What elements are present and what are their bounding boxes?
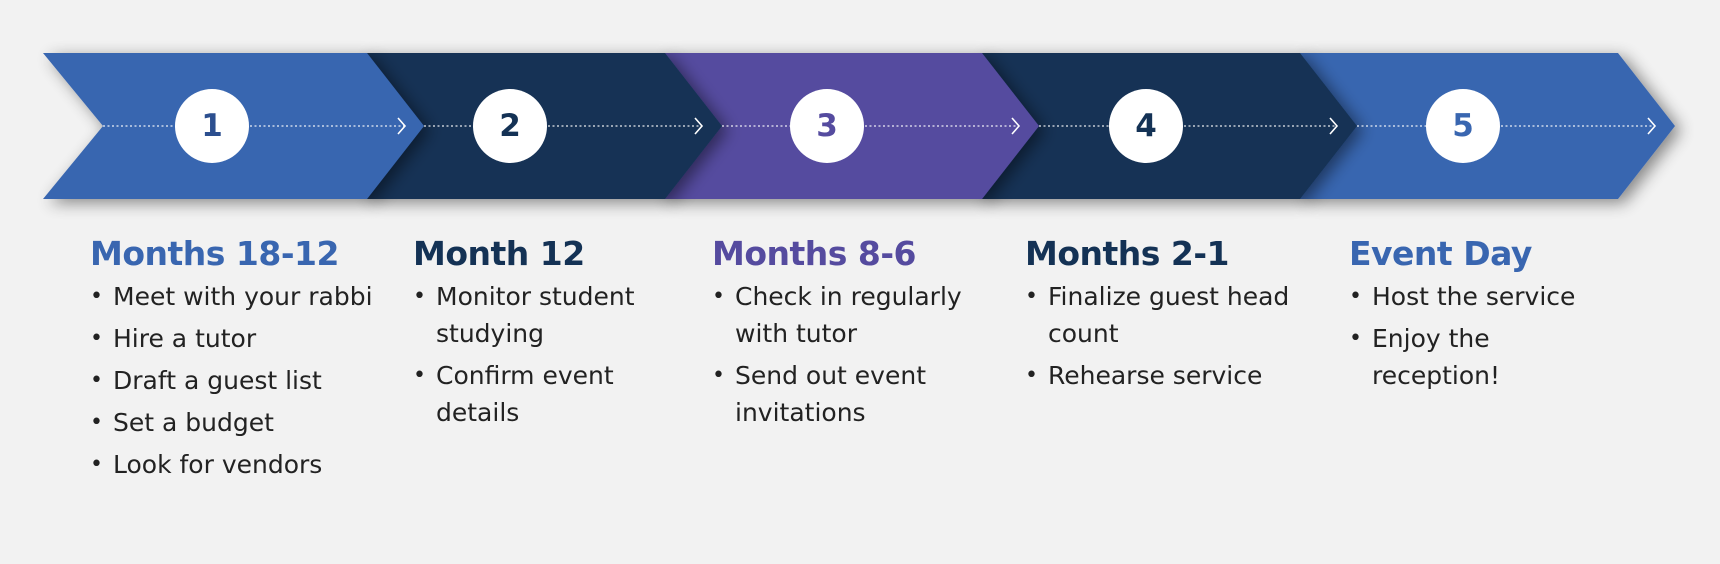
step-number-3: 3: [790, 89, 864, 163]
task-item: Enjoy the reception!: [1349, 320, 1579, 394]
task-item: Check in regularly with tutor: [712, 278, 962, 352]
step-number-1: 1: [175, 89, 249, 163]
task-item: Rehearse service: [1025, 357, 1295, 394]
task-item: Finalize guest head count: [1025, 278, 1295, 352]
step-details: Months 18-12 Meet with your rabbi Hire a…: [0, 232, 1720, 562]
step-title: Month 12: [413, 234, 585, 273]
arrow-right-icon: [397, 117, 407, 135]
step-title: Months 2-1: [1025, 234, 1230, 273]
step-number-label: 1: [201, 108, 223, 144]
step-task-list: Host the service Enjoy the reception!: [1349, 278, 1579, 394]
step-number-label: 4: [1135, 108, 1157, 144]
step-number-label: 3: [816, 108, 838, 144]
task-item: Look for vendors: [90, 446, 380, 483]
step-task-list: Check in regularly with tutor Send out e…: [712, 278, 962, 431]
step-task-list: Monitor student studying Confirm event d…: [413, 278, 663, 431]
task-item: Confirm event details: [413, 357, 663, 431]
step-number-label: 5: [1452, 108, 1474, 144]
arrow-right-icon: [1011, 117, 1021, 135]
task-item: Send out event invitations: [712, 357, 962, 431]
arrow-chevron-icons: [397, 117, 1657, 135]
task-item: Set a budget: [90, 404, 380, 441]
arrow-right-icon: [1329, 117, 1339, 135]
step-number-label: 2: [499, 108, 521, 144]
step-title: Event Day: [1349, 234, 1532, 273]
step-task-list: Finalize guest head count Rehearse servi…: [1025, 278, 1295, 394]
task-item: Hire a tutor: [90, 320, 380, 357]
step-column-4: Months 2-1 Finalize guest head count Reh…: [1025, 232, 1295, 399]
step-column-5: Event Day Host the service Enjoy the rec…: [1349, 232, 1579, 399]
task-item: Draft a guest list: [90, 362, 380, 399]
step-title: Months 8-6: [712, 234, 917, 273]
step-number-5: 5: [1426, 89, 1500, 163]
task-item: Host the service: [1349, 278, 1579, 315]
timeline-chevron-bar: 1 2 3 4 5: [0, 0, 1720, 220]
step-title: Months 18-12: [90, 234, 339, 273]
task-item: Meet with your rabbi: [90, 278, 380, 315]
arrow-right-icon: [1647, 117, 1657, 135]
step-number-2: 2: [473, 89, 547, 163]
arrow-right-icon: [694, 117, 704, 135]
step-column-2: Month 12 Monitor student studying Confir…: [413, 232, 663, 436]
task-item: Monitor student studying: [413, 278, 663, 352]
step-column-3: Months 8-6 Check in regularly with tutor…: [712, 232, 962, 436]
step-task-list: Meet with your rabbi Hire a tutor Draft …: [90, 278, 380, 483]
step-column-1: Months 18-12 Meet with your rabbi Hire a…: [90, 232, 380, 488]
step-number-4: 4: [1109, 89, 1183, 163]
